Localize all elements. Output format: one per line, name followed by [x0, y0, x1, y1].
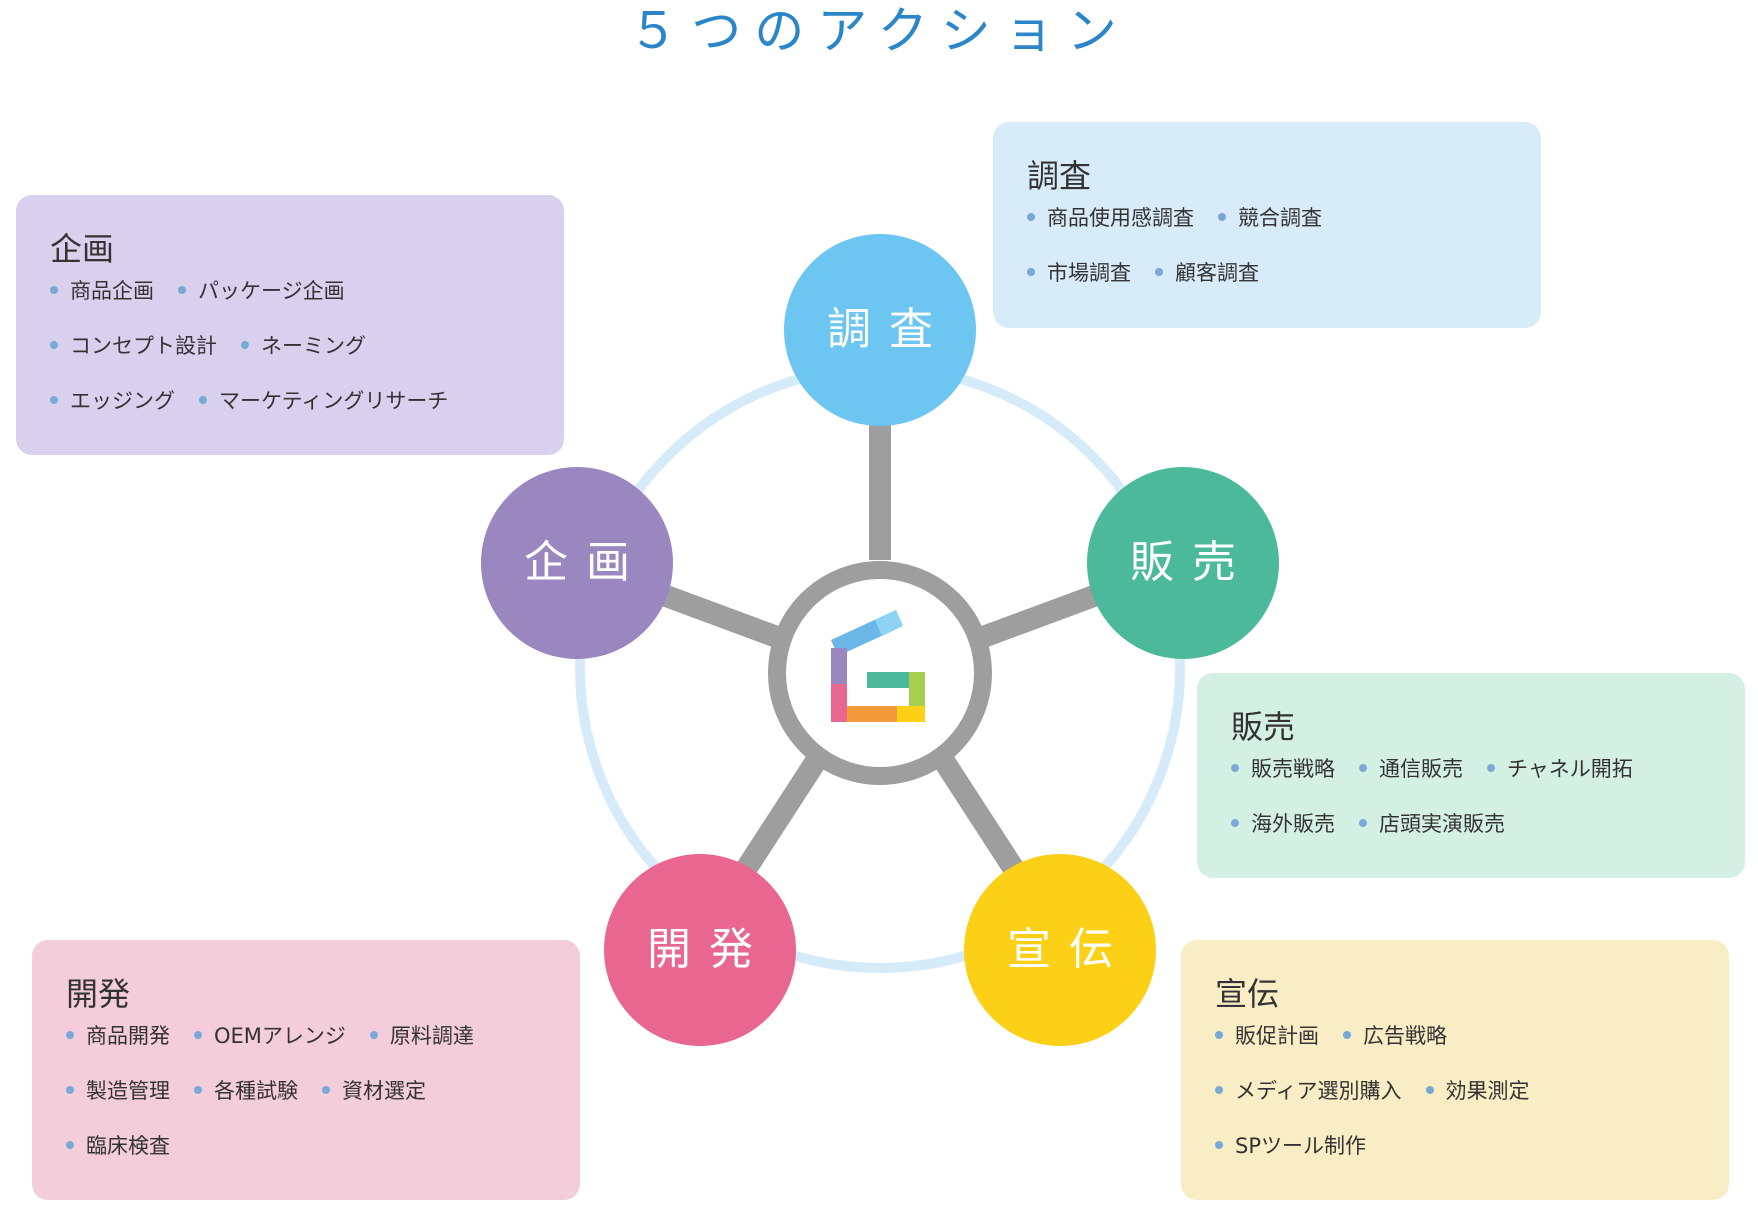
list-item: パッケージ企画: [178, 279, 345, 304]
item-list: 商品使用感調査競合調査 市場調査顧客調査: [1027, 206, 1511, 286]
item-row: 販促計画広告戦略: [1215, 1024, 1699, 1049]
box-heading: 企画: [50, 230, 115, 268]
node-kikaku: [481, 467, 673, 659]
node-hanbai: [1087, 467, 1279, 659]
g-logo-icon: [831, 610, 925, 722]
item-row: 商品使用感調査競合調査: [1027, 206, 1511, 231]
list-item: 顧客調査: [1155, 261, 1259, 286]
item-row: 臨床検査: [66, 1134, 550, 1159]
info-box-hanbai: 販売 販売戦略通信販売チャネル開拓 海外販売店頭実演販売: [1197, 673, 1745, 878]
item-row: 市場調査顧客調査: [1027, 261, 1511, 286]
list-item: メディア選別購入: [1215, 1079, 1402, 1104]
list-item: 資材選定: [322, 1079, 426, 1104]
list-item: 販促計画: [1215, 1024, 1319, 1049]
item-row: 製造管理各種試験資材選定: [66, 1079, 550, 1104]
list-item: チャネル開拓: [1487, 757, 1633, 782]
list-item: 各種試験: [194, 1079, 298, 1104]
list-item: 効果測定: [1426, 1079, 1530, 1104]
box-heading: 販売: [1231, 708, 1296, 746]
box-heading: 開発: [66, 975, 131, 1013]
item-row: エッジングマーケティングリサーチ: [50, 389, 534, 414]
list-item: 販売戦略: [1231, 757, 1335, 782]
item-row: 販売戦略通信販売チャネル開拓: [1231, 757, 1715, 782]
list-item: 臨床検査: [66, 1134, 170, 1159]
list-item: 店頭実演販売: [1359, 812, 1505, 837]
list-item: 通信販売: [1359, 757, 1463, 782]
box-heading: 調査: [1027, 157, 1092, 195]
list-item: マーケティングリサーチ: [199, 389, 448, 414]
item-list: 販売戦略通信販売チャネル開拓 海外販売店頭実演販売: [1231, 757, 1715, 837]
list-item: 商品企画: [50, 279, 154, 304]
item-list: 販促計画広告戦略 メディア選別購入効果測定 SPツール制作: [1215, 1024, 1699, 1160]
list-item: 商品使用感調査: [1027, 206, 1194, 231]
list-item: OEMアレンジ: [194, 1024, 346, 1049]
item-row: 海外販売店頭実演販売: [1231, 812, 1715, 837]
node-senden: [964, 854, 1156, 1046]
item-row: コンセプト設計ネーミング: [50, 334, 534, 359]
info-box-kaihatsu: 開発 商品開発 OEMアレンジ原料調達 製造管理各種試験資材選定 臨床検査: [32, 940, 580, 1200]
node-kaihatsu: [604, 854, 796, 1046]
list-item: 競合調査: [1218, 206, 1322, 231]
item-list: 商品企画パッケージ企画 コンセプト設計ネーミング エッジングマーケティングリサー…: [50, 279, 534, 415]
node-chosa: [784, 234, 976, 426]
item-row: 商品企画パッケージ企画: [50, 279, 534, 304]
list-item: ネーミング: [241, 334, 366, 359]
info-box-senden: 宣伝 販促計画広告戦略 メディア選別購入効果測定 SPツール制作: [1181, 940, 1729, 1200]
list-item: 商品開発: [66, 1024, 170, 1049]
list-item: エッジング: [50, 389, 175, 414]
info-box-kikaku: 企画 商品企画パッケージ企画 コンセプト設計ネーミング エッジングマーケティング…: [16, 195, 564, 455]
page-title: ５つのアクション: [628, 2, 1130, 60]
item-row: SPツール制作: [1215, 1134, 1699, 1159]
list-item: 原料調達: [370, 1024, 474, 1049]
info-box-chosa: 調査 商品使用感調査競合調査 市場調査顧客調査: [993, 122, 1541, 328]
list-item: 海外販売: [1231, 812, 1335, 837]
item-row: メディア選別購入効果測定: [1215, 1079, 1699, 1104]
item-row: 商品開発 OEMアレンジ原料調達: [66, 1024, 550, 1049]
list-item: 市場調査: [1027, 261, 1131, 286]
item-list: 商品開発 OEMアレンジ原料調達 製造管理各種試験資材選定 臨床検査: [66, 1024, 550, 1160]
list-item: SPツール制作: [1215, 1134, 1366, 1159]
list-item: 広告戦略: [1343, 1024, 1447, 1049]
box-heading: 宣伝: [1215, 975, 1280, 1013]
list-item: 製造管理: [66, 1079, 170, 1104]
list-item: コンセプト設計: [50, 334, 217, 359]
